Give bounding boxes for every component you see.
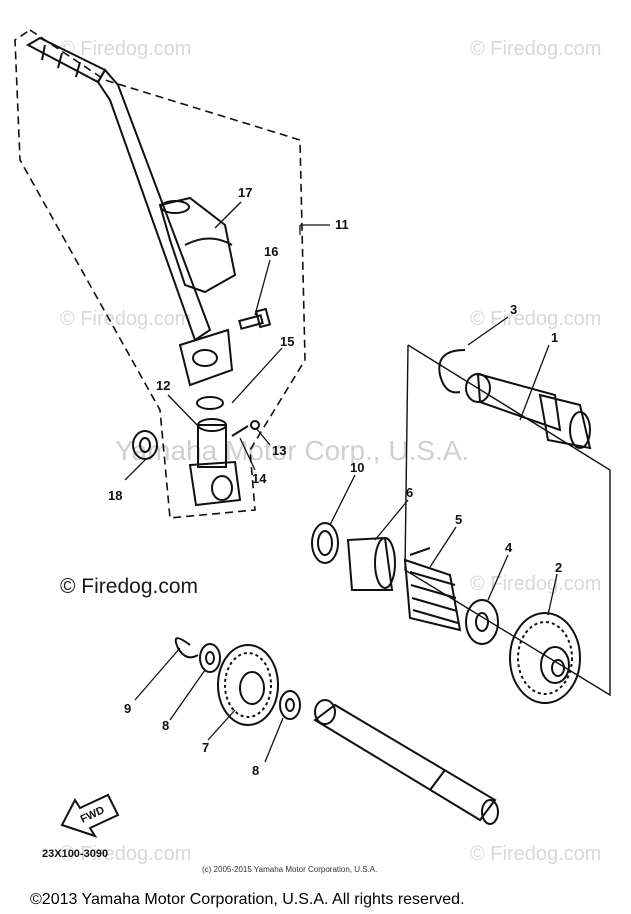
bolt-16 bbox=[238, 307, 272, 330]
idle-gear-7 bbox=[217, 644, 279, 726]
callout-5: 5 bbox=[455, 512, 462, 527]
callout-10: 10 bbox=[350, 460, 364, 475]
ball-13 bbox=[250, 420, 260, 430]
callout-18: 18 bbox=[108, 488, 122, 503]
kick-crank-cover-17 bbox=[158, 196, 237, 294]
kick-spring-5 bbox=[403, 547, 462, 632]
watermark-firedog: © Firedog.com bbox=[470, 38, 601, 60]
callout-8: 8 bbox=[252, 763, 259, 778]
kick-crank-lever bbox=[25, 36, 234, 387]
watermark-firedog: © Firedog.com bbox=[470, 573, 601, 595]
callout-2: 2 bbox=[555, 560, 562, 575]
kick-axle-frame bbox=[404, 344, 611, 697]
clip-3 bbox=[438, 349, 466, 394]
kick-axle-1 bbox=[465, 372, 592, 450]
callout-6: 6 bbox=[406, 485, 413, 500]
watermark-firedog: © Firedog.com bbox=[60, 308, 191, 330]
callout-3: 3 bbox=[510, 302, 517, 317]
callout-16: 16 bbox=[264, 244, 278, 259]
watermark-firedog-dark: © Firedog.com bbox=[60, 575, 198, 598]
watermark-firedog: © Firedog.com bbox=[60, 38, 191, 60]
callout-1: 1 bbox=[551, 330, 558, 345]
leader-lines bbox=[124, 201, 558, 763]
kick-shaft bbox=[313, 699, 499, 825]
callout-13: 13 bbox=[272, 443, 286, 458]
washer-8-upper bbox=[199, 643, 221, 673]
kick-gear-2 bbox=[509, 612, 581, 704]
callout-12: 12 bbox=[156, 378, 170, 393]
collar-6 bbox=[346, 536, 396, 591]
spring-14 bbox=[231, 425, 249, 437]
oil-seal-18 bbox=[132, 430, 158, 460]
watermark-firedog: © Firedog.com bbox=[470, 843, 601, 865]
footer-copyright: ©2013 Yamaha Motor Corporation, U.S.A. A… bbox=[30, 891, 465, 908]
fwd-arrow-icon: FWD bbox=[60, 793, 120, 838]
watermark-firedog: © Firedog.com bbox=[60, 843, 191, 865]
circlip-15 bbox=[196, 396, 224, 410]
callout-4: 4 bbox=[505, 540, 513, 555]
callout-14: 14 bbox=[252, 471, 267, 486]
callout-7: 7 bbox=[202, 740, 209, 755]
callout-15: 15 bbox=[280, 334, 294, 349]
circlip-9 bbox=[174, 637, 199, 659]
callout-9: 9 bbox=[124, 701, 131, 716]
callout-17: 17 bbox=[238, 185, 252, 200]
kick-boss-12 bbox=[188, 418, 242, 507]
watermark-firedog: © Firedog.com bbox=[470, 308, 601, 330]
washer-8-lower bbox=[279, 690, 301, 720]
oil-seal-10 bbox=[311, 522, 339, 564]
callout-8: 8 bbox=[162, 718, 169, 733]
washer-4 bbox=[465, 599, 499, 645]
watermark-yamaha: Yamaha Motor Corp., U.S.A. bbox=[115, 435, 469, 466]
callout-11: 11 bbox=[335, 217, 349, 232]
diagram-code: 23X100-3090 bbox=[42, 848, 108, 860]
callout-numbers: 1 2 3 4 5 6 7 8 8 9 10 11 12 13 14 15 16… bbox=[108, 185, 562, 778]
assembly-boundary-11 bbox=[14, 29, 306, 519]
small-copyright: (c) 2005-2015 Yamaha Motor Corporation, … bbox=[202, 865, 377, 874]
